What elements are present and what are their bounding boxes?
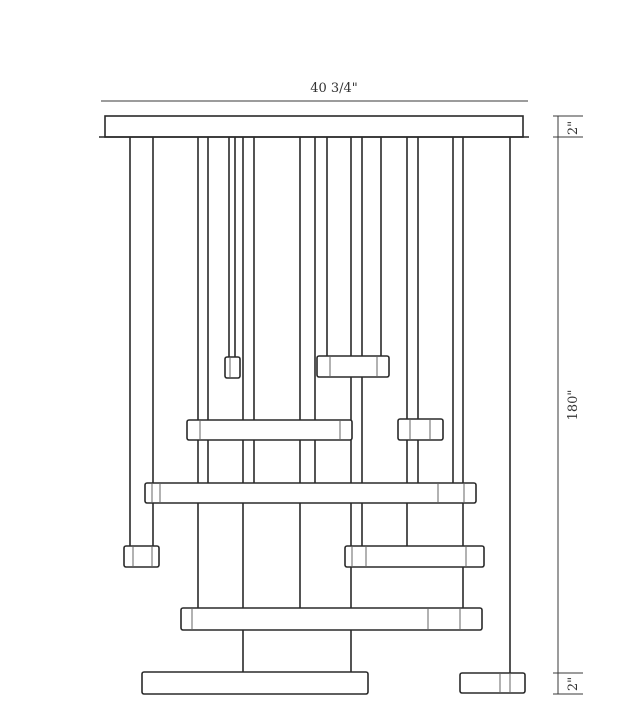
suspension-cables: [129, 137, 511, 673]
width-dimension: 40 3/4": [101, 81, 528, 102]
ring-small-upper-left: [224, 356, 241, 379]
ring-small-lower-left: [123, 545, 160, 568]
ceiling-canopy: [99, 115, 529, 138]
ring-height-label: 2": [566, 677, 581, 691]
height-label: 180": [566, 390, 581, 421]
light-rings: [123, 355, 526, 695]
ring-bottom-right: [459, 672, 526, 694]
ring-medium-left: [186, 419, 353, 441]
ring-large-upper: [144, 482, 477, 504]
height-dimension: 2" 180" 2": [553, 115, 583, 695]
ring-small-upper-center: [316, 355, 390, 378]
ring-bottom-left: [141, 671, 369, 695]
ring-medium-lower-right: [344, 545, 485, 568]
canopy-height-label: 2": [566, 121, 581, 135]
ring-large-lower: [180, 607, 483, 631]
ring-small-right: [397, 418, 444, 441]
width-label: 40 3/4": [310, 81, 358, 96]
